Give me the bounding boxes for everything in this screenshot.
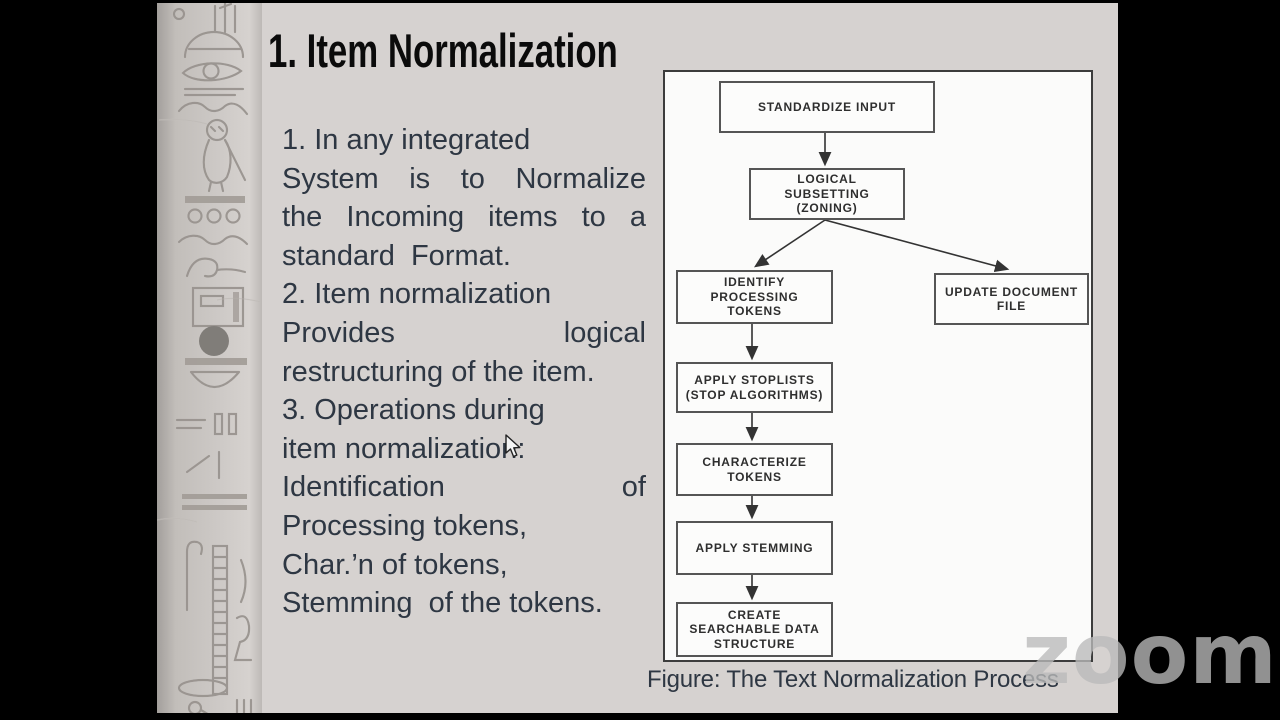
body-line: standard Format.	[282, 239, 511, 272]
bottom-letterbox-bar	[0, 713, 1280, 720]
right-letterbox-bar	[1118, 0, 1280, 720]
body-line: Char.’n of tokens,	[282, 548, 508, 581]
flow-box-create-structure: CREATE SEARCHABLE DATA STRUCTURE	[676, 602, 833, 657]
body-line: 3. Operations during	[282, 394, 545, 427]
hieroglyphics-carving-art	[157, 0, 262, 718]
flow-box-apply-stoplists: APPLY STOPLISTS (STOP ALGORITHMS)	[676, 362, 833, 413]
flow-box-identify-tokens: IDENTIFY PROCESSING TOKENS	[676, 270, 833, 324]
slide-title: 1. Item Normalization	[268, 24, 618, 77]
flow-box-logical-subsetting: LOGICAL SUBSETTING (ZONING)	[749, 168, 905, 220]
body-line: 2. Item normalization	[282, 278, 552, 311]
body-line: the Incoming items to a	[282, 201, 646, 234]
body-line: Stemming of the tokens.	[282, 587, 603, 620]
figure-caption: Figure: The Text Normalization Process	[647, 666, 1059, 693]
flowchart-panel: STANDARDIZE INPUT LOGICAL SUBSETTING (ZO…	[663, 70, 1093, 662]
body-line: Provides logical	[282, 316, 646, 349]
mouse-cursor-icon	[505, 434, 521, 458]
flow-box-characterize: CHARACTERIZE TOKENS	[676, 443, 833, 496]
body-line: System is to Normalize	[282, 162, 646, 195]
body-line: 1. In any integrated	[282, 124, 531, 156]
body-line: Processing tokens,	[282, 509, 528, 542]
body-line: item normalization:	[282, 432, 526, 465]
flow-box-standardize-input: STANDARDIZE INPUT	[719, 81, 935, 133]
body-line: Identification of	[282, 471, 646, 504]
flow-box-apply-stemming: APPLY STEMMING	[676, 521, 833, 575]
slide-body-text: 1. In any integrated System is to Normal…	[282, 121, 646, 623]
top-letterbox-bar	[0, 0, 1280, 3]
body-line: restructuring of the item.	[282, 355, 595, 388]
zoom-watermark: zoom	[1022, 605, 1278, 703]
hieroglyphics-decoration	[157, 0, 262, 720]
left-letterbox-bar	[0, 0, 157, 720]
presentation-slide: 1. Item Normalization 1. In any integrat…	[262, 3, 1118, 713]
flow-box-update-document: UPDATE DOCUMENT FILE	[934, 273, 1089, 325]
